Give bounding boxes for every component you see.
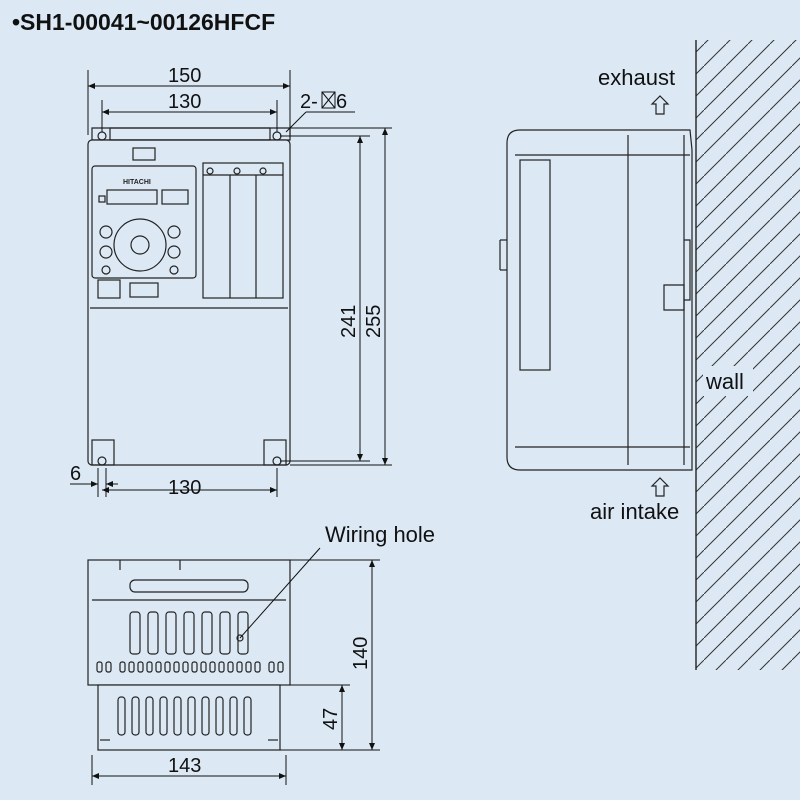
dim-height-inner: 241 — [338, 305, 360, 338]
bottom-dimensions — [91, 559, 380, 785]
air-intake-label: air intake — [590, 499, 679, 524]
dim-bottom-span: 130 — [168, 477, 201, 499]
wall-hatching — [696, 40, 800, 670]
dim-height-outer: 255 — [363, 305, 385, 338]
air-intake-label-bg — [587, 496, 695, 526]
dim-width-inner: 130 — [168, 91, 201, 113]
dim-hole-offset: 6 — [70, 463, 81, 485]
bottom-view — [87, 559, 291, 751]
wall-label: wall — [705, 369, 744, 394]
exhaust-arrow-icon — [650, 95, 670, 115]
front-dimensions — [70, 70, 392, 497]
dim-mount-hole: 2- — [300, 91, 318, 113]
dim-width-outer: 150 — [168, 65, 201, 87]
side-view — [499, 129, 693, 471]
model-title: •SH1-00041~00126HFCF — [12, 9, 275, 35]
square-hole-icon — [321, 91, 336, 109]
wiring-hole-label: Wiring hole — [325, 522, 435, 547]
dim-mount-hole-size: 6 — [336, 91, 347, 113]
exhaust-label: exhaust — [598, 65, 675, 90]
dim-bottom-width: 143 — [168, 755, 201, 777]
dim-depth-lower: 47 — [320, 708, 342, 730]
brand-logo: HITACHI — [123, 179, 151, 186]
dim-depth: 140 — [350, 637, 372, 670]
air-intake-arrow-icon — [650, 477, 670, 497]
wall-label-bg — [703, 366, 753, 396]
wiring-hole-leader — [239, 547, 321, 639]
front-view — [87, 127, 291, 466]
